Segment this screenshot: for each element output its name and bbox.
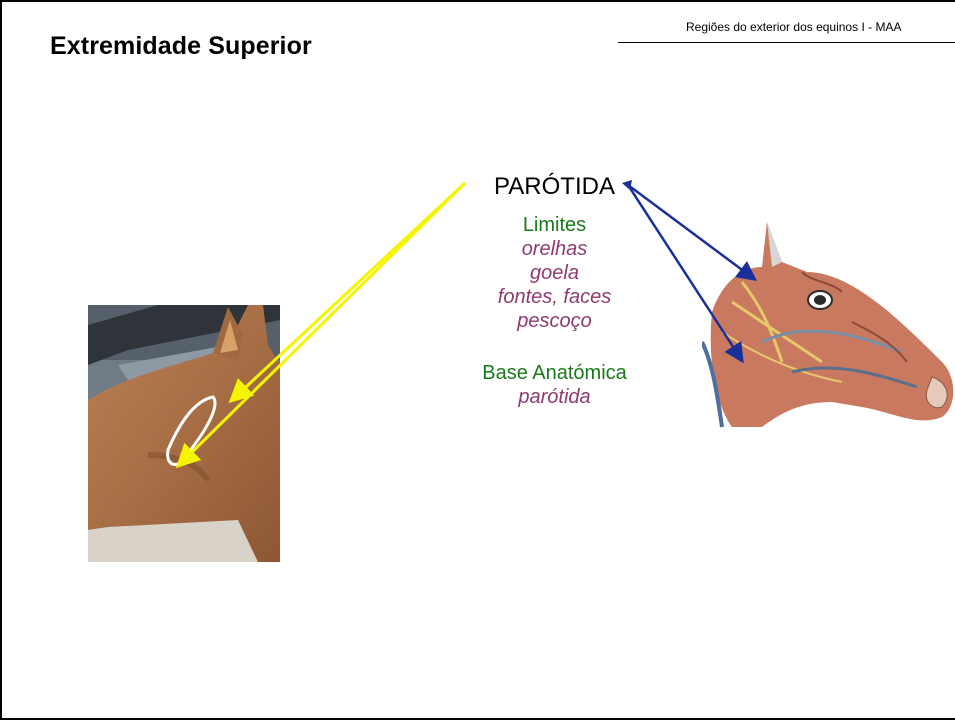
base-label: Base Anatómica	[482, 362, 627, 384]
limit-item: fontes, faces	[497, 286, 612, 308]
limits-label: Limites	[522, 214, 587, 236]
region-name: PARÓTIDA	[494, 173, 615, 200]
running-head: Regiões do exterior dos equinos I - MAA	[686, 20, 902, 34]
base-value: parótida	[518, 386, 591, 408]
header-divider	[618, 42, 955, 43]
limit-item: pescoço	[517, 310, 592, 332]
region-text-block: PARÓTIDA Limites orelhas goela fontes, f…	[402, 169, 707, 409]
page-title: Extremidade Superior	[50, 32, 312, 60]
limit-item: goela	[530, 262, 579, 284]
anatomical-illustration	[700, 212, 955, 442]
horse-neck-photo	[88, 305, 280, 562]
limit-item: orelhas	[521, 238, 588, 260]
